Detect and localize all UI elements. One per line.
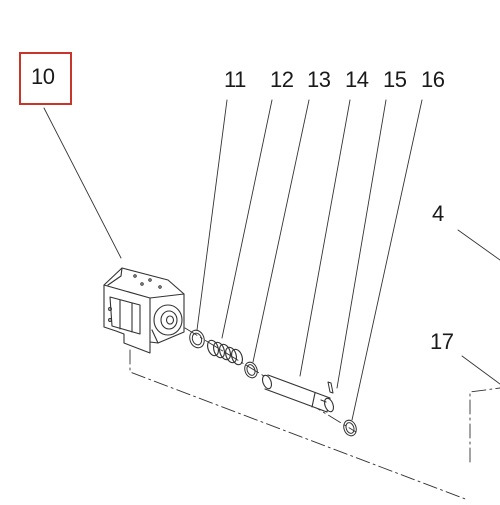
leader-14 [299, 99, 351, 377]
centerline-right [469, 387, 500, 463]
leader-lines [43, 99, 500, 421]
solenoid-housing-part-10 [103, 267, 185, 354]
centerline-main [129, 349, 469, 501]
leader-11 [196, 99, 228, 331]
callout-17: 17 [430, 329, 454, 354]
callout-13: 13 [307, 67, 331, 92]
callout-15: 15 [383, 67, 407, 92]
plunger-part-14 [261, 374, 335, 413]
o-ring-part-11 [189, 329, 205, 349]
leader-12 [221, 99, 273, 339]
callout-10: 10 [31, 64, 55, 89]
o-ring-part-16 [343, 419, 357, 437]
leader-13 [252, 99, 310, 363]
callout-16: 16 [421, 67, 445, 92]
o-ring-part-13 [244, 361, 258, 379]
leader-15 [336, 99, 387, 389]
leader-10 [43, 107, 122, 259]
callout-11: 11 [224, 67, 246, 92]
spring-part-12 [207, 339, 243, 366]
leader-16 [351, 99, 423, 421]
callout-12: 12 [270, 67, 294, 92]
pin-part-15 [327, 381, 334, 394]
callout-14: 14 [345, 67, 369, 92]
leader-17 [461, 355, 500, 385]
leader-4 [457, 229, 500, 261]
highlight-box-part-10 [19, 52, 72, 105]
callout-4: 4 [432, 201, 444, 226]
